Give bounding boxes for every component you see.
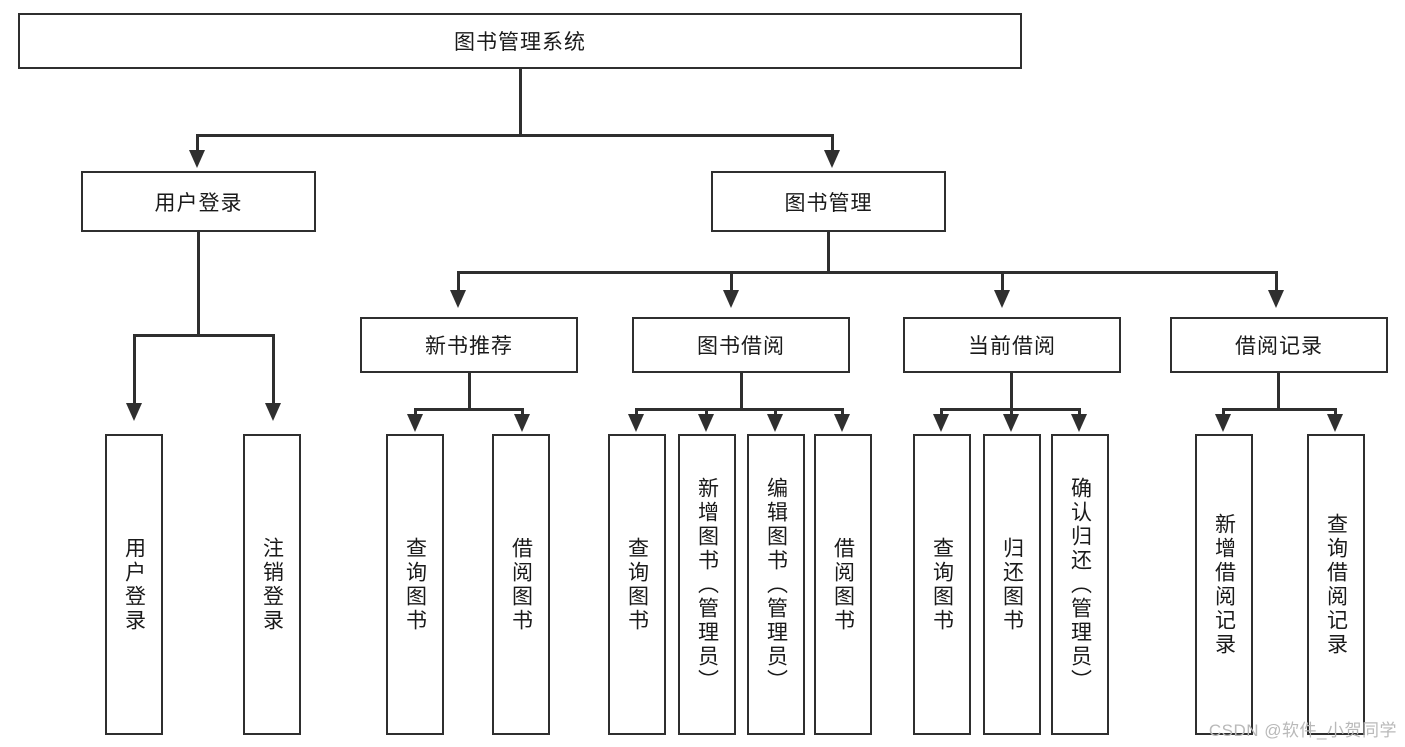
arrowhead-leaf-query-book-1 — [407, 414, 423, 432]
leaf-label: 确认归还（管理员） — [1068, 476, 1092, 693]
leaf-label: 查询图书 — [625, 536, 649, 633]
edge-book-borrow-rail — [635, 408, 844, 411]
leaf-label: 查询图书 — [930, 536, 954, 633]
edge-book-mgmt-to-book-borrow — [730, 271, 733, 293]
node-label: 新书推荐 — [425, 335, 513, 358]
arrowhead-leaf-logout — [265, 403, 281, 421]
node-label: 图书借阅 — [697, 335, 785, 358]
edge-new-book-to-leaf-1 — [521, 408, 524, 418]
edge-user-login-to-leaf-0 — [133, 334, 136, 406]
node-label: 图书管理系统 — [454, 31, 586, 54]
leaf-query-book-recommend[interactable]: 查询图书 — [386, 434, 444, 735]
edge-current-borrow-to-leaf-1 — [1010, 408, 1013, 418]
leaf-edit-book-admin[interactable]: 编辑图书（管理员） — [747, 434, 805, 735]
leaf-label: 查询借阅记录 — [1324, 512, 1348, 657]
edge-current-borrow-to-leaf-0 — [940, 408, 943, 418]
leaf-logout[interactable]: 注销登录 — [243, 434, 301, 735]
edge-book-borrow-to-leaf-1 — [705, 408, 708, 418]
arrowhead-leaf-query-book-3 — [933, 414, 949, 432]
edge-borrow-record-to-leaf-1 — [1334, 408, 1337, 418]
edge-new-book-rail — [414, 408, 524, 411]
leaf-user-login[interactable]: 用户登录 — [105, 434, 163, 735]
edge-book-mgmt-to-borrow-record — [1275, 271, 1278, 293]
arrowhead-leaf-borrow-book-2 — [834, 414, 850, 432]
node-label: 当前借阅 — [968, 335, 1056, 358]
node-borrow-record[interactable]: 借阅记录 — [1170, 317, 1388, 373]
edge-user-login-rail — [133, 334, 275, 337]
leaf-label: 用户登录 — [122, 536, 146, 633]
node-root-system[interactable]: 图书管理系统 — [18, 13, 1022, 69]
arrowhead-new-book-recommend — [450, 290, 466, 308]
edge-new-book-stem — [468, 373, 471, 411]
leaf-query-book-current[interactable]: 查询图书 — [913, 434, 971, 735]
leaf-label: 归还图书 — [1000, 536, 1024, 633]
leaf-label: 借阅图书 — [509, 536, 533, 633]
node-book-borrow[interactable]: 图书借阅 — [632, 317, 850, 373]
node-label: 借阅记录 — [1235, 335, 1323, 358]
edge-borrow-record-rail — [1222, 408, 1337, 411]
arrowhead-book-borrow — [723, 290, 739, 308]
leaf-query-book-borrow[interactable]: 查询图书 — [608, 434, 666, 735]
leaf-add-book-admin[interactable]: 新增图书（管理员） — [678, 434, 736, 735]
edge-root-rail — [196, 134, 834, 137]
edge-root-stem — [519, 69, 522, 136]
leaf-label: 查询图书 — [403, 536, 427, 633]
edge-borrow-record-to-leaf-0 — [1222, 408, 1225, 418]
node-current-borrow[interactable]: 当前借阅 — [903, 317, 1121, 373]
arrowhead-leaf-user-login — [126, 403, 142, 421]
leaf-borrow-book[interactable]: 借阅图书 — [814, 434, 872, 735]
leaf-label: 编辑图书（管理员） — [764, 476, 788, 693]
arrowhead-leaf-add-record — [1215, 414, 1231, 432]
edge-book-borrow-to-leaf-2 — [774, 408, 777, 418]
node-label: 图书管理 — [784, 191, 873, 215]
leaf-label: 新增借阅记录 — [1212, 512, 1236, 657]
arrowhead-current-borrow — [994, 290, 1010, 308]
arrowhead-leaf-edit-book — [767, 414, 783, 432]
arrowhead-borrow-record — [1268, 290, 1284, 308]
edge-user-login-to-leaf-1 — [272, 334, 275, 406]
arrowhead-leaf-add-book — [698, 414, 714, 432]
edge-root-to-user-login — [196, 134, 199, 153]
edge-book-borrow-to-leaf-0 — [635, 408, 638, 418]
arrowhead-leaf-return-book — [1003, 414, 1019, 432]
node-book-management[interactable]: 图书管理 — [711, 171, 946, 232]
leaf-borrow-book-recommend[interactable]: 借阅图书 — [492, 434, 550, 735]
edge-borrow-record-stem — [1277, 373, 1280, 411]
arrowhead-leaf-query-book-2 — [628, 414, 644, 432]
leaf-return-book[interactable]: 归还图书 — [983, 434, 1041, 735]
node-label: 用户登录 — [154, 191, 243, 215]
edge-book-mgmt-to-current-borrow — [1001, 271, 1004, 293]
edge-new-book-to-leaf-0 — [414, 408, 417, 418]
edge-book-mgmt-to-new-book — [457, 271, 460, 293]
csdn-watermark: CSDN @软件_小贺同学 — [1208, 721, 1397, 740]
edge-current-borrow-stem — [1010, 373, 1013, 411]
leaf-label: 新增图书（管理员） — [695, 476, 719, 693]
arrowhead-leaf-borrow-book-1 — [514, 414, 530, 432]
edge-book-mgmt-stem — [827, 232, 830, 273]
leaf-label: 注销登录 — [260, 536, 284, 633]
edge-user-login-stem — [197, 232, 200, 336]
arrowhead-leaf-query-record — [1327, 414, 1343, 432]
leaf-label: 借阅图书 — [831, 536, 855, 633]
arrowhead-book-mgmt — [824, 150, 840, 168]
edge-book-borrow-to-leaf-3 — [841, 408, 844, 418]
arrowhead-user-login — [189, 150, 205, 168]
edge-root-to-book-mgmt — [831, 134, 834, 153]
node-new-book-recommend[interactable]: 新书推荐 — [360, 317, 578, 373]
leaf-query-borrow-record[interactable]: 查询借阅记录 — [1307, 434, 1365, 735]
edge-current-borrow-to-leaf-2 — [1078, 408, 1081, 418]
leaf-add-borrow-record[interactable]: 新增借阅记录 — [1195, 434, 1253, 735]
leaf-confirm-return-admin[interactable]: 确认归还（管理员） — [1051, 434, 1109, 735]
edge-book-borrow-stem — [740, 373, 743, 411]
node-user-login[interactable]: 用户登录 — [81, 171, 316, 232]
arrowhead-leaf-confirm-return — [1071, 414, 1087, 432]
edge-book-mgmt-rail — [457, 271, 1278, 274]
